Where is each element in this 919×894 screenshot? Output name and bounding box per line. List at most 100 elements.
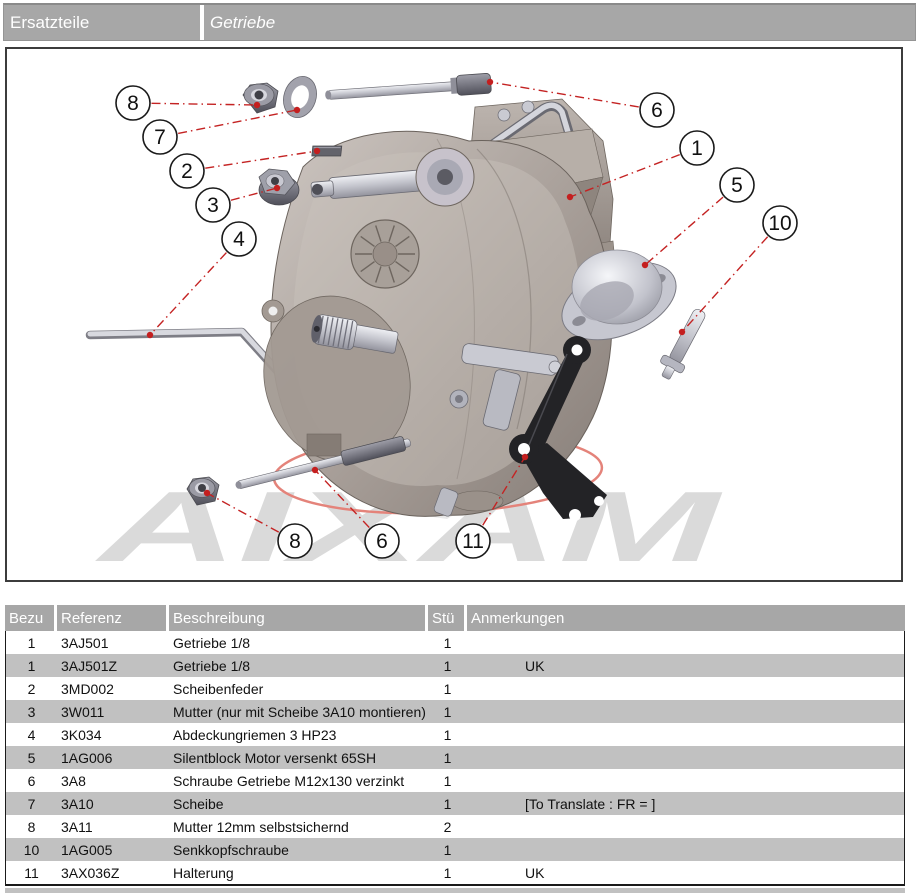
cell-beschreibung: Schraube Getriebe M12x130 verzinkt xyxy=(173,772,405,789)
cell-stueck: 1 xyxy=(443,634,452,651)
leader-dots xyxy=(146,78,686,497)
parts-table-section: Bezu Referenz Beschreibung Stü Anmerkung… xyxy=(5,605,905,893)
cell-bezu: 3 xyxy=(5,700,57,723)
table-row: 6 3A8 Schraube Getriebe M12x130 verzinkt… xyxy=(5,769,905,792)
gearbox-diagram-svg: AIXAM xyxy=(85,73,798,580)
cell-referenz: 3W011 xyxy=(61,703,105,720)
page-title: Ersatzteile xyxy=(10,12,90,32)
col-header-stueck: Stü xyxy=(428,605,467,631)
splined-shaft xyxy=(311,314,399,354)
cell-beschreibung: Mutter 12mm selbstsichernd xyxy=(173,818,349,835)
table-row: 10 1AG005 Senkkopfschraube 1 xyxy=(5,838,905,861)
cell-referenz: 3AJ501Z xyxy=(61,657,118,674)
svg-text:10: 10 xyxy=(768,212,791,235)
cell-beschreibung: Halterung xyxy=(169,861,428,886)
cell-beschreibung: Mutter (nur mit Scheibe 3A10 montieren) xyxy=(173,703,426,720)
part-bracket xyxy=(509,336,607,521)
cell-stueck: 2 xyxy=(443,818,452,835)
cell-referenz: 3AX036Z xyxy=(57,861,169,886)
cell-anmerkungen: [To Translate : FR = ] xyxy=(467,792,905,815)
cell-bezu: 2 xyxy=(5,677,57,700)
cell-stueck: 1 xyxy=(443,772,452,789)
cell-stueck: 1 xyxy=(443,657,452,674)
cell-referenz: 3MD002 xyxy=(61,680,114,697)
fan-cover xyxy=(350,219,420,289)
svg-text:8: 8 xyxy=(127,92,139,115)
part-bolt-bottom xyxy=(235,436,411,489)
callout-6-top: 6 xyxy=(639,92,675,128)
part-silentblock-dome xyxy=(561,249,677,341)
cell-anmerkungen xyxy=(467,838,905,861)
table-row: 7 3A10 Scheibe 1 [To Translate : FR = ] xyxy=(5,792,905,815)
parts-table: Bezu Referenz Beschreibung Stü Anmerkung… xyxy=(5,605,905,886)
cell-bezu: 1 xyxy=(5,654,57,677)
table-row: 1 3AJ501 Getriebe 1/8 1 xyxy=(5,631,905,654)
svg-text:8: 8 xyxy=(289,530,301,553)
part-nut-top xyxy=(242,82,279,114)
callout-4: 4 xyxy=(221,221,257,257)
svg-text:3: 3 xyxy=(207,194,219,217)
cell-bezu: 8 xyxy=(5,815,57,838)
callout-10: 10 xyxy=(762,205,798,241)
part-gearbox-housing xyxy=(261,98,620,517)
part-countersunk-screw xyxy=(660,308,706,380)
cell-stueck: 1 xyxy=(443,680,452,697)
title-bar: Ersatzteile Getriebe xyxy=(3,3,916,41)
table-header-row: Bezu Referenz Beschreibung Stü Anmerkung… xyxy=(5,605,905,631)
shift-linkage xyxy=(449,343,562,431)
cell-referenz: 3K034 xyxy=(61,726,102,743)
col-header-anmerkungen: Anmerkungen xyxy=(467,605,905,631)
callout-8-bottom: 8 xyxy=(277,523,313,559)
callout-11: 11 xyxy=(455,523,491,559)
cell-stueck: 1 xyxy=(443,795,452,812)
svg-text:11: 11 xyxy=(462,530,484,553)
table-row: 2 3MD002 Scheibenfeder 1 xyxy=(5,677,905,700)
cell-anmerkungen xyxy=(467,677,905,700)
table-row: 5 1AG006 Silentblock Motor versenkt 65SH… xyxy=(5,746,905,769)
partial-row-strip xyxy=(5,888,905,893)
cell-referenz: 3A11 xyxy=(61,818,93,835)
svg-text:6: 6 xyxy=(376,530,388,553)
cell-beschreibung: Senkkopfschraube xyxy=(173,841,289,858)
callout-1: 1 xyxy=(679,130,715,166)
col-header-beschreibung: Beschreibung xyxy=(169,605,428,631)
part-washer xyxy=(283,76,317,118)
svg-text:5: 5 xyxy=(731,174,743,197)
cell-referenz: 1AG005 xyxy=(61,841,113,858)
section-title: Getriebe xyxy=(210,12,276,32)
callout-8-top: 8 xyxy=(115,85,151,121)
cell-stueck: 1 xyxy=(443,841,452,858)
svg-text:4: 4 xyxy=(233,228,245,251)
cell-stueck: 1 xyxy=(443,703,452,720)
cell-referenz: 3A8 xyxy=(61,772,86,789)
cell-anmerkungen xyxy=(467,723,905,746)
col-header-referenz: Referenz xyxy=(57,605,169,631)
cell-stueck: 1 xyxy=(443,726,452,743)
cell-beschreibung: Abdeckungriemen 3 HP23 xyxy=(173,726,337,743)
cell-beschreibung: Scheibenfeder xyxy=(173,680,264,697)
cell-anmerkungen: UK xyxy=(467,654,905,677)
cell-bezu: 1 xyxy=(5,631,57,654)
callout-3: 3 xyxy=(195,187,231,223)
svg-text:1: 1 xyxy=(691,137,703,160)
table-row: 4 3K034 Abdeckungriemen 3 HP23 1 xyxy=(5,723,905,746)
table-row: 3 3W011 Mutter (nur mit Scheibe 3A10 mon… xyxy=(5,700,905,723)
cell-anmerkungen xyxy=(467,700,905,723)
cell-bezu: 10 xyxy=(5,838,57,861)
svg-text:7: 7 xyxy=(154,126,166,149)
callout-2: 2 xyxy=(169,153,205,189)
cell-beschreibung: Silentblock Motor versenkt 65SH xyxy=(173,749,377,766)
cell-bezu: 7 xyxy=(5,792,57,815)
cell-anmerkungen: UK xyxy=(467,861,905,886)
cell-bezu: 4 xyxy=(5,723,57,746)
cell-beschreibung: Getriebe 1/8 xyxy=(173,657,251,674)
leader-lines xyxy=(132,81,781,542)
svg-text:2: 2 xyxy=(181,160,193,183)
callout-6-bottom: 6 xyxy=(364,523,400,559)
cell-stueck: 1 xyxy=(428,861,467,886)
table-row: 11 3AX036Z Halterung 1 UK xyxy=(5,861,905,886)
cell-anmerkungen xyxy=(467,746,905,769)
part-bolt-top xyxy=(325,73,492,100)
table-row: 1 3AJ501Z Getriebe 1/8 1 UK xyxy=(5,654,905,677)
